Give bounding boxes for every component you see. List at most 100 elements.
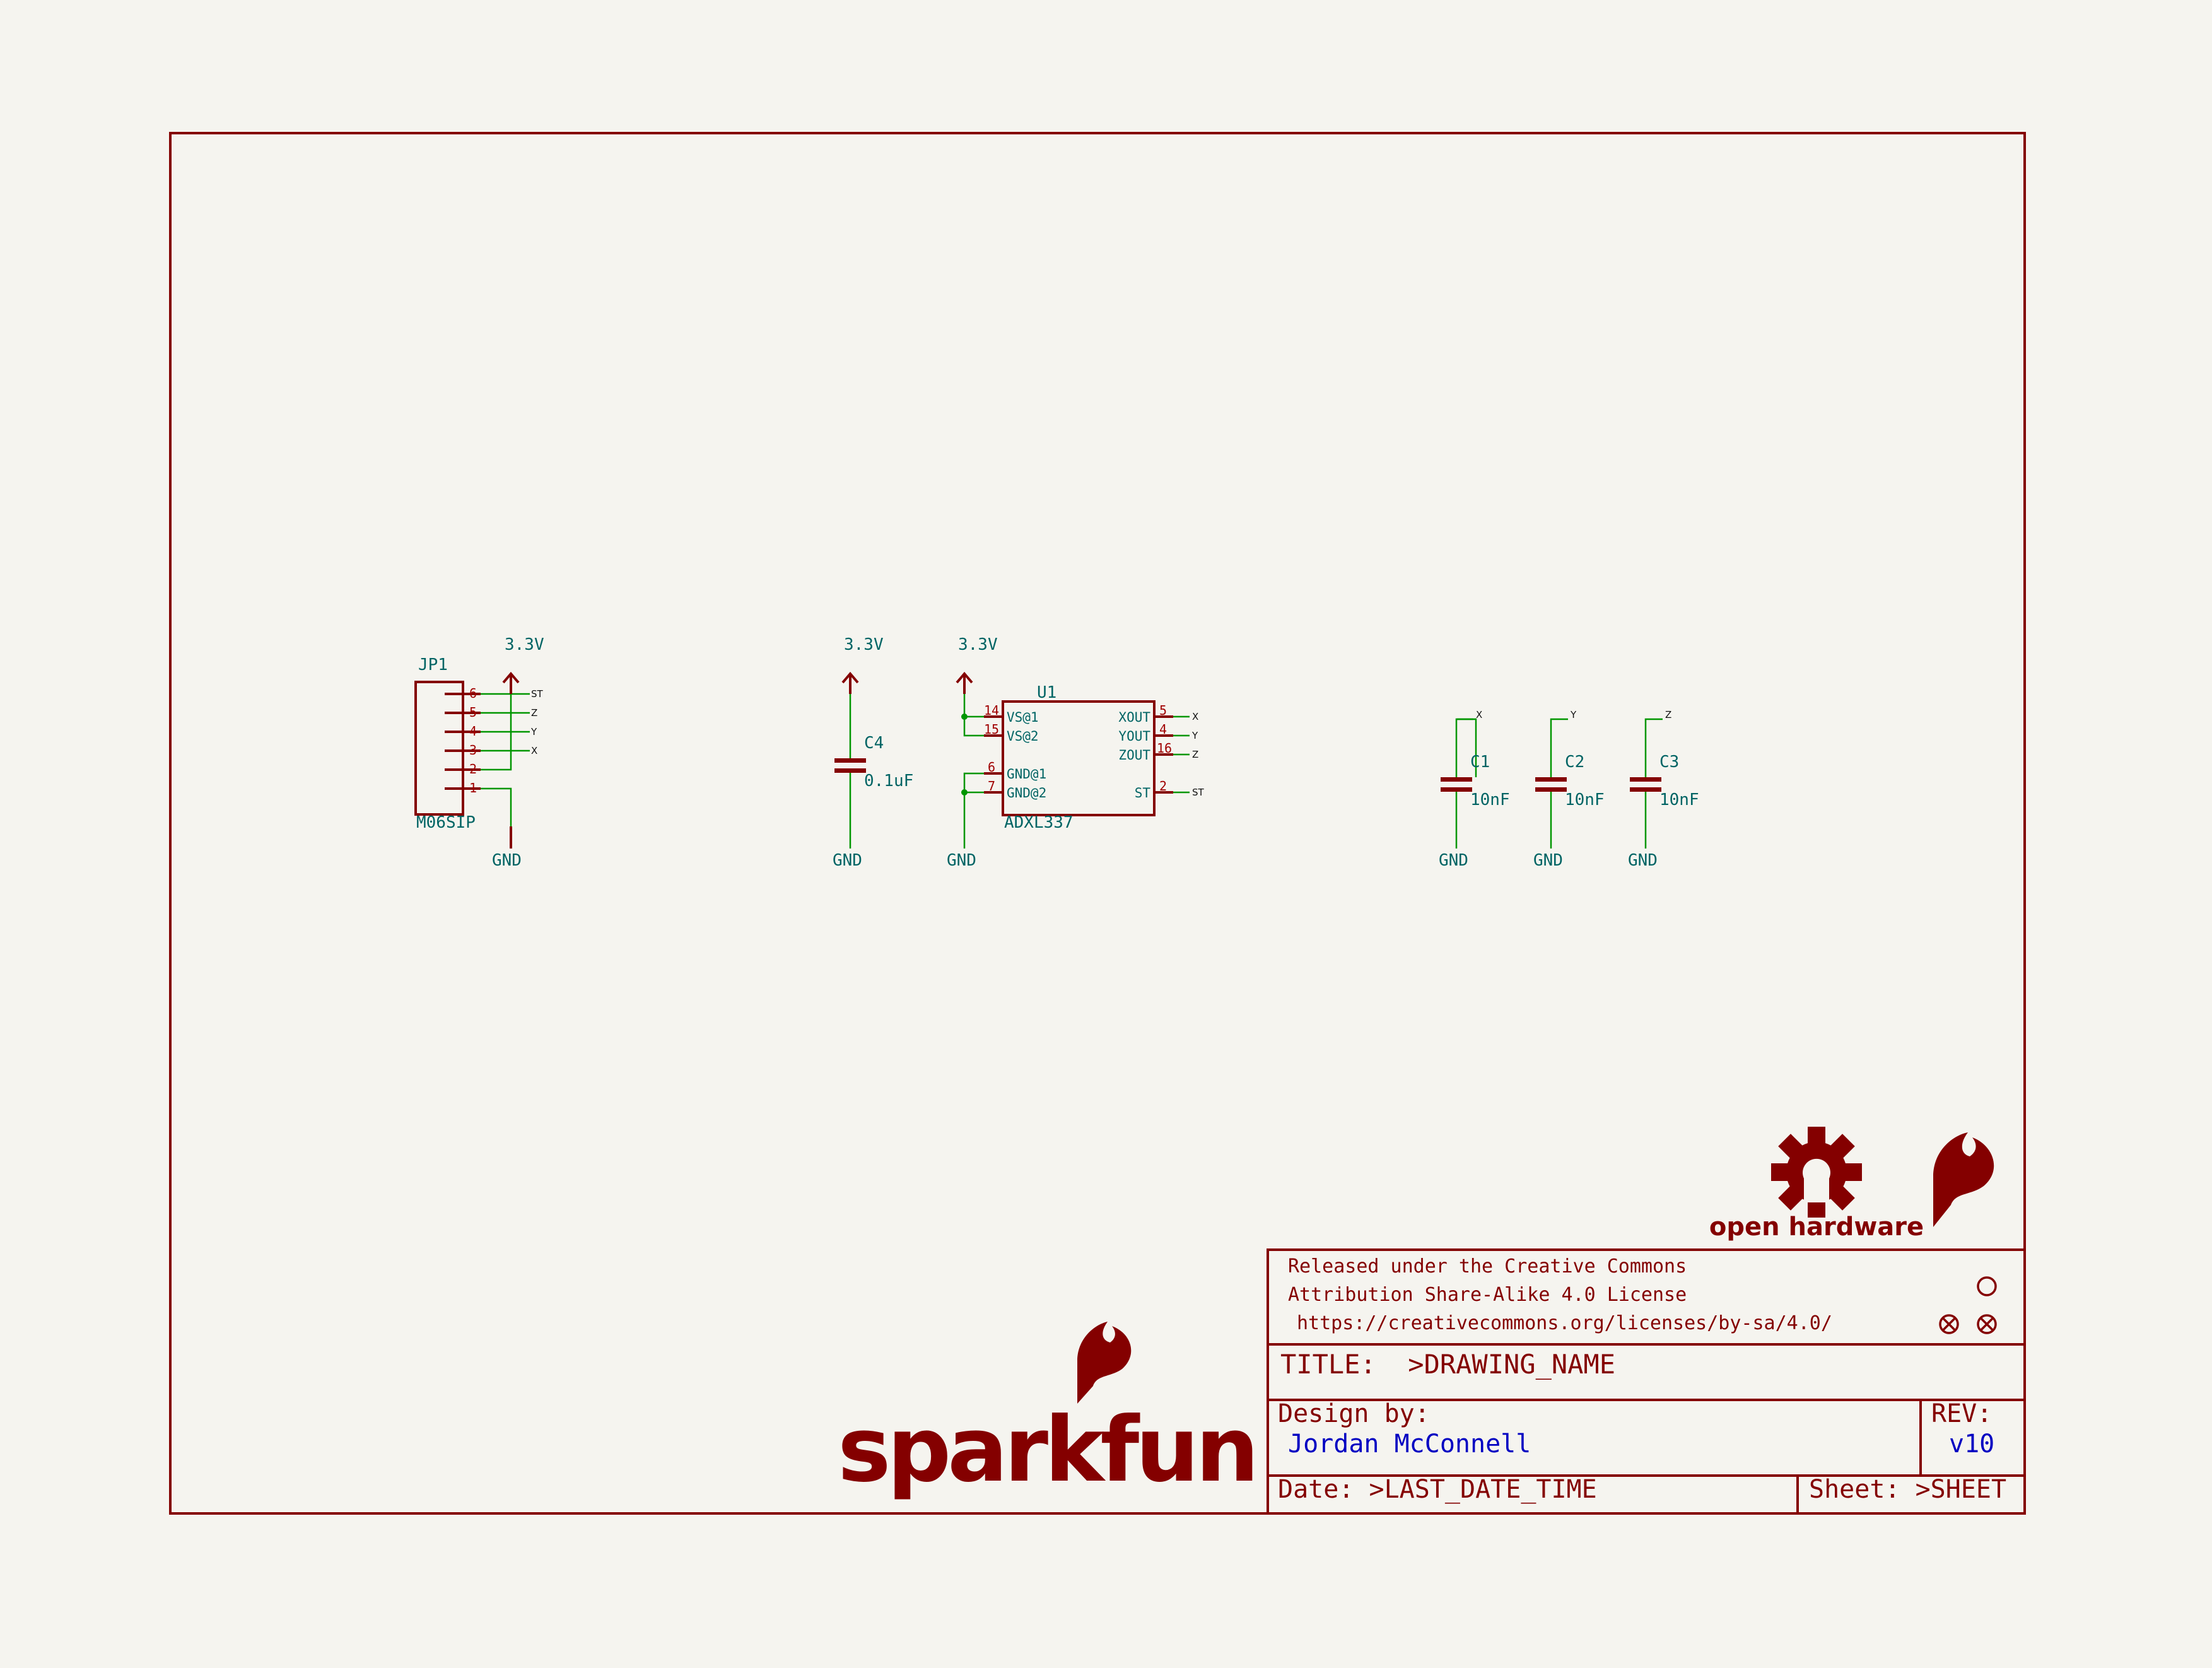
u1-pin-name: VS@2	[1007, 729, 1039, 744]
net-label-z: Z	[531, 707, 537, 719]
u1-pin-number: 7	[988, 778, 995, 794]
license-line-1: Released under the Creative Commons	[1288, 1255, 1687, 1277]
c1-plate-bottom	[1441, 787, 1472, 792]
c3-plate-top	[1630, 777, 1661, 782]
license-url: https://creativecommons.org/licenses/by-…	[1297, 1312, 1832, 1334]
u1-pin-name: YOUT	[1118, 729, 1150, 744]
c2-plate-bottom	[1535, 787, 1567, 792]
jp1-supply-symbol: 3.3V	[502, 635, 544, 694]
open-hardware-text: open hardware	[1709, 1213, 1924, 1242]
jp1-pin-number: 1	[469, 780, 477, 796]
c2-plate-top	[1535, 777, 1567, 782]
u1-net-labels: X Y Z ST	[1191, 711, 1205, 798]
author-name: Jordan McConnell	[1288, 1430, 1531, 1459]
u1-pin-name: ST	[1135, 785, 1151, 801]
u1-pin-number: 2	[1159, 778, 1167, 794]
sparkfun-logo: sparkfun	[838, 1322, 1259, 1502]
net-label-st: ST	[531, 688, 544, 700]
u1-pin-number: 4	[1159, 722, 1167, 737]
c4-plate-top	[834, 758, 866, 763]
net-label-z: Z	[1192, 749, 1198, 760]
title-block-border	[1267, 1248, 2026, 1515]
u1-adxl337[interactable]: U1 ADXL337 3.3V 14 15 6 7 V	[947, 635, 1205, 870]
u1-pin-name: VS@1	[1007, 710, 1039, 725]
gnd-label: GND	[947, 851, 976, 870]
c2-value: 10nF	[1565, 790, 1605, 809]
u1-ref: U1	[1037, 683, 1056, 702]
u1-pin-number: 6	[988, 760, 995, 775]
c3-ref: C3	[1659, 753, 1679, 772]
c1-plate-top	[1441, 777, 1472, 782]
c3-plate-bottom	[1630, 787, 1661, 792]
cross-circle-icon	[1977, 1314, 1997, 1334]
c4-supply-symbol: 3.3V	[841, 635, 884, 694]
u1-left-pins: 14 15 6 7 VS@1 VS@2 GND@1 GND@2	[984, 703, 1046, 801]
c1-value: 10nF	[1470, 790, 1510, 809]
gnd-label: GND	[1628, 851, 1658, 870]
jp1-pin-stubs	[445, 693, 481, 790]
u1-pin-number: 5	[1159, 703, 1167, 718]
c2-wire-up	[1550, 718, 1568, 777]
jp1-pin-number: 5	[469, 705, 477, 720]
net-label-y: Y	[530, 726, 537, 737]
date-field: Date: >LAST_DATE_TIME	[1278, 1475, 1597, 1504]
rev-label: REV:	[1931, 1399, 1992, 1428]
u1-pin-name: XOUT	[1118, 710, 1150, 725]
u1-body	[1002, 700, 1156, 816]
net-label-z: Z	[1665, 709, 1671, 720]
u1-pin-name: GND@2	[1007, 785, 1046, 801]
sparkfun-flame-icon-small	[1933, 1132, 1994, 1227]
u1-right-pin-stubs	[1154, 715, 1173, 794]
sheet-border	[169, 132, 2026, 1515]
c2-capacitor[interactable]: Y C2 10nF GND	[1533, 709, 1605, 870]
design-by-label: Design by:	[1278, 1399, 1430, 1428]
license-line-2: Attribution Share-Alike 4.0 License	[1288, 1284, 1687, 1306]
jp1-value: M06SIP	[416, 813, 476, 832]
gnd-label: GND	[1439, 851, 1468, 870]
sparkfun-flame-icon	[1077, 1322, 1132, 1404]
supply-label: 3.3V	[505, 635, 544, 654]
jp1-gnd-symbol: GND	[492, 826, 522, 870]
u1-pin-number: 14	[984, 703, 999, 718]
net-label-x: X	[1192, 711, 1198, 722]
supply-label: 3.3V	[958, 635, 998, 654]
jp1-net-labels: ST Z Y X	[530, 688, 544, 756]
jp1-pin-number: 3	[469, 743, 477, 758]
jp1-connector[interactable]: JP1 M06SIP 6 5 4 3 2 1	[414, 635, 544, 870]
rev-value: v10	[1949, 1430, 1994, 1459]
net-label-y: Y	[1570, 709, 1577, 720]
cc-icons	[1939, 1276, 1997, 1334]
u1-pin-name: GND@1	[1007, 766, 1046, 782]
drawing-title: TITLE: >DRAWING_NAME	[1280, 1349, 1615, 1380]
jp1-wires	[481, 675, 530, 839]
jp1-pin-number: 4	[469, 724, 477, 739]
c3-wire-up	[1644, 718, 1663, 777]
c1-ref: C1	[1470, 753, 1490, 772]
u1-right-pins: 5 4 16 2 XOUT YOUT ZOUT ST	[1118, 703, 1172, 801]
c4-capacitor[interactable]: 3.3V C4 0.1uF GND	[833, 635, 913, 870]
title-block: Released under the Creative Commons Attr…	[1267, 1248, 2026, 1515]
gear-icon	[1771, 1127, 1862, 1218]
jp1-pin-numbers: 6 5 4 3 2 1	[469, 686, 477, 796]
u1-left-pin-stubs	[984, 715, 1003, 794]
circle-icon	[1977, 1276, 1997, 1296]
jp1-pin-number: 6	[469, 686, 477, 701]
c1-capacitor[interactable]: X C1 10nF GND	[1439, 709, 1510, 870]
jp1-ref: JP1	[418, 655, 448, 674]
u1-pin-name: ZOUT	[1118, 748, 1150, 763]
open-hardware-logo: open hardware	[1709, 1127, 1924, 1242]
supply-label: 3.3V	[844, 635, 884, 654]
jp1-pin-number: 2	[469, 761, 477, 777]
c3-capacitor[interactable]: Z C3 10nF GND	[1628, 709, 1699, 870]
c4-ref: C4	[864, 734, 884, 753]
c2-ref: C2	[1565, 753, 1584, 772]
net-label-x: X	[531, 745, 537, 756]
u1-junctions	[961, 714, 968, 796]
c4-value: 0.1uF	[864, 772, 913, 790]
u1-supply-symbol: 3.3V	[956, 635, 998, 694]
net-label-x: X	[1476, 709, 1482, 720]
u1-pin-number: 16	[1157, 741, 1172, 756]
c1-wire-up	[1455, 718, 1473, 777]
c4-plate-bottom	[834, 768, 866, 773]
